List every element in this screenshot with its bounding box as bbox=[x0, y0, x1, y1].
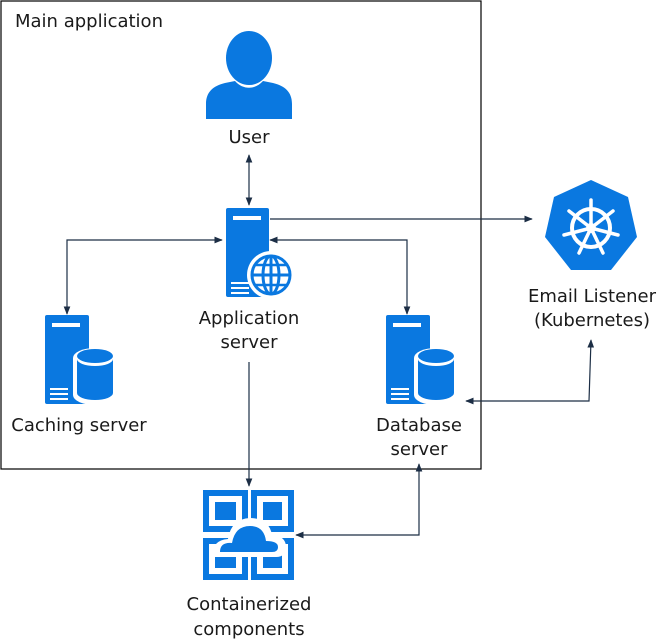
connector-app-db bbox=[269, 236, 411, 315]
main-application-container bbox=[0, 0, 482, 470]
containerized-label-line2: components bbox=[193, 619, 304, 640]
cloud-container-icon bbox=[203, 490, 294, 580]
connector-db-email bbox=[465, 339, 595, 405]
app-server-label-line1: Application bbox=[199, 308, 300, 329]
caching-server-icon bbox=[45, 315, 117, 405]
container-title: Main application bbox=[15, 11, 163, 32]
database-server-label-line1: Database bbox=[376, 415, 462, 436]
containerized-label-line1: Containerized bbox=[187, 594, 312, 615]
database-server-label-line2: server bbox=[391, 439, 449, 460]
connectors bbox=[63, 154, 595, 539]
user-icon bbox=[206, 31, 292, 119]
database-server-icon bbox=[386, 315, 458, 405]
email-listener-label-line1: Email Listener bbox=[528, 286, 657, 307]
email-listener-label-line2: (Kubernetes) bbox=[534, 310, 650, 331]
app-server-label-line2: server bbox=[221, 332, 279, 353]
web-server-icon bbox=[226, 208, 295, 299]
connector-container-db bbox=[295, 463, 423, 539]
caching-server-label: Caching server bbox=[11, 415, 147, 436]
user-label: User bbox=[228, 127, 270, 148]
kubernetes-icon bbox=[545, 180, 637, 270]
connector-app-cache bbox=[63, 236, 223, 315]
